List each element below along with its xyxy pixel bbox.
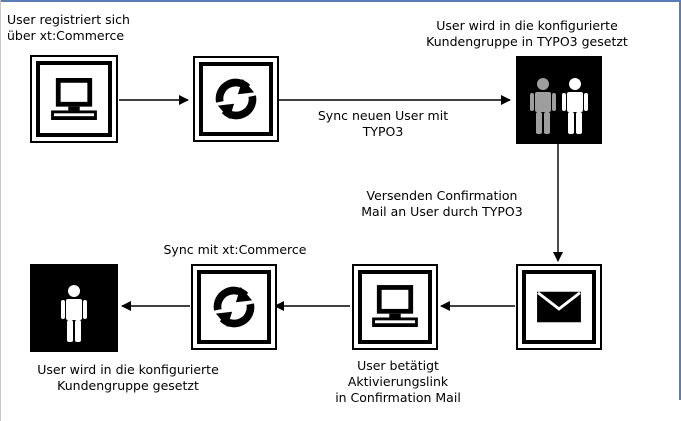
label-user-register-line-1: User registriert sich [7, 12, 130, 27]
user-figure-grey [530, 78, 556, 134]
label-user-activates-line-2: Aktivierungslink [347, 374, 449, 389]
label-sync-new-user: Sync neuen User mit TYPO3 [288, 108, 478, 140]
label-sync-xt-line-1: Sync mit xt:Commerce [163, 242, 307, 257]
user-figure-white [61, 285, 87, 342]
label-user-set-group-top-line-2: Kundengruppe in TYPO3 gesetzt [426, 34, 628, 49]
label-sync-new-user-line-1: Sync neuen User mit [317, 108, 449, 123]
frame-top-border [0, 0, 681, 2]
sync-icon [215, 78, 257, 120]
label-sync-xt: Sync mit xt:Commerce [130, 242, 340, 258]
label-send-confirmation-line-1: Versenden Confirmation [366, 188, 518, 203]
node-frame [36, 61, 112, 137]
label-user-activates-line-3: in Confirmation Mail [335, 390, 461, 405]
node-computer-top [30, 55, 118, 143]
label-sync-new-user-line-2: TYPO3 [362, 124, 404, 139]
node-computer-bottom [352, 264, 438, 350]
node-sync-bottom [191, 264, 277, 350]
label-user-register-line-2: über xt:Commerce [7, 28, 125, 43]
label-user-set-group-bottom-line-2: Kundengruppe gesetzt [57, 378, 199, 393]
node-user-single [30, 264, 118, 352]
label-user-set-group-top: User wird in die konfigurierte Kundengru… [378, 18, 676, 50]
node-frame [199, 62, 273, 136]
node-sync-top [193, 56, 279, 142]
node-users-group [516, 56, 602, 144]
frame-right-border [679, 0, 681, 400]
node-frame [522, 270, 596, 344]
node-frame [197, 270, 271, 344]
label-user-set-group-bottom-line-1: User wird in die konfigurierte [37, 362, 219, 377]
label-user-register: User registriert sich über xt:Commerce [7, 12, 130, 44]
sync-icon [213, 286, 255, 328]
label-send-confirmation: Versenden Confirmation Mail an User durc… [322, 188, 562, 220]
user-icon [61, 285, 87, 342]
node-frame [358, 270, 432, 344]
label-user-activates-line-1: User betätigt [357, 358, 439, 373]
user-figure-white [562, 78, 588, 134]
label-user-set-group-top-line-1: User wird in die konfigurierte [436, 18, 618, 33]
label-user-set-group-bottom: User wird in die konfigurierte Kundengru… [3, 362, 253, 394]
user-group-icon [530, 78, 588, 134]
label-send-confirmation-line-2: Mail an User durch TYPO3 [361, 204, 523, 219]
computer-icon [51, 78, 97, 120]
label-user-activates: User betätigt Aktivierungslink in Confir… [300, 358, 496, 406]
frame-left-border [0, 0, 1, 421]
computer-icon [372, 285, 418, 328]
node-mail [516, 264, 602, 350]
envelope-icon [537, 291, 581, 323]
